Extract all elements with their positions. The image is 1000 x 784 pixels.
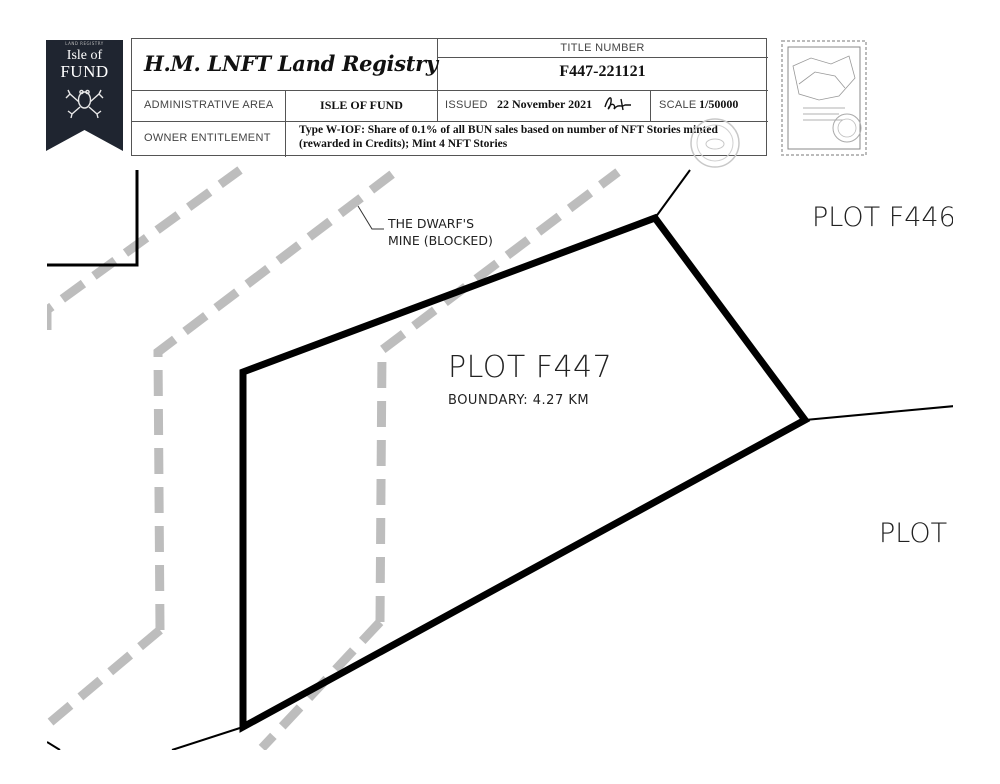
postage-stamp-icon xyxy=(781,40,867,156)
seal-stamp-icon xyxy=(690,118,740,168)
administrative-area-label: ADMINISTRATIVE AREA xyxy=(144,99,274,111)
neighbor-boundaries xyxy=(47,169,953,750)
neighbor-plot-label-top-right: PLOT F446 xyxy=(812,202,953,233)
title-number: F447-221121 xyxy=(559,63,646,80)
neighbor-plot-label-right: PLOT xyxy=(879,518,948,549)
divider xyxy=(437,90,438,121)
mine-path xyxy=(47,166,621,750)
frog-emblem-icon xyxy=(65,89,104,119)
divider xyxy=(132,90,768,91)
banner-line-1: Isle of xyxy=(66,48,103,63)
scale-label: SCALE xyxy=(659,99,697,111)
plot-boundary-length: BOUNDARY: 4.27 KM xyxy=(448,393,590,408)
registry-header-table: H.M. LNFT Land Registry TITLE NUMBER F44… xyxy=(131,38,768,157)
owner-entitlement-value: Type W-IOF: Share of 0.1% of all BUN sal… xyxy=(299,124,718,150)
banner-small-text: LAND REGISTRY xyxy=(65,41,104,46)
divider xyxy=(650,90,651,121)
plot-boundary xyxy=(239,213,811,733)
isle-of-fund-banner xyxy=(46,40,123,151)
title-number-label: TITLE NUMBER xyxy=(560,42,645,54)
administrative-area-value: ISLE OF FUND xyxy=(320,98,403,112)
divider xyxy=(437,57,768,58)
divider xyxy=(285,90,286,121)
scale-value: 1/50000 xyxy=(699,97,739,111)
mine-label: THE DWARF'S MINE (BLOCKED) xyxy=(388,216,493,248)
owner-entitlement-label: OWNER ENTITLEMENT xyxy=(144,132,271,144)
banner-line-2: FUND xyxy=(60,62,109,81)
divider xyxy=(132,121,768,122)
issued-label: ISSUED xyxy=(445,99,488,111)
plot-title: PLOT F447 xyxy=(448,350,613,385)
signature-icon xyxy=(604,97,631,111)
mine-label-leader xyxy=(357,205,384,230)
divider xyxy=(285,121,286,157)
registry-title: H.M. LNFT Land Registry xyxy=(144,51,438,76)
divider xyxy=(437,39,438,90)
issued-date: 22 November 2021 xyxy=(497,97,593,111)
